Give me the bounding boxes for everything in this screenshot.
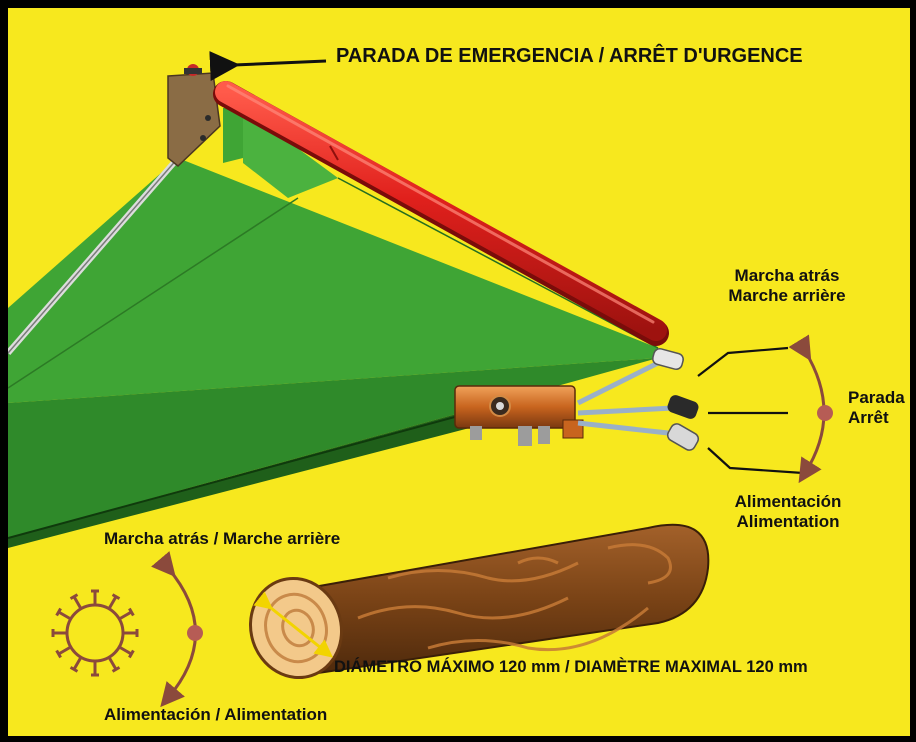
- feed-label-line1: Alimentación: [734, 492, 842, 511]
- diameter-arrow: [253, 591, 334, 658]
- roller-tooth-cap: [128, 649, 135, 659]
- log-illustration: [248, 523, 710, 680]
- lever-direction-arc: [788, 334, 833, 484]
- emergency-stop-bracket: [167, 64, 221, 167]
- machine-illustration: [8, 51, 833, 708]
- roller-tooth-cap: [55, 607, 62, 617]
- lever-leader-lines: [697, 346, 804, 475]
- roller-direction-arc: [151, 551, 203, 708]
- safety-bar: [213, 81, 669, 346]
- roller-tooth: [107, 595, 118, 610]
- reverse-label: Marcha atrás Marche arrière: [712, 266, 862, 305]
- roller-tooth: [72, 595, 83, 610]
- diagram-panel: PARADA DE EMERGENCIA / ARRÊT D'URGENCE M…: [8, 8, 910, 736]
- max-diameter-label: DIÁMETRO MÁXIMO 120 mm / DIAMÈTRE MAXIMA…: [334, 658, 808, 676]
- hydraulic-valve: [454, 385, 584, 446]
- roller-tooth: [57, 610, 72, 621]
- roller-feed-label: Alimentación / Alimentation: [104, 705, 328, 724]
- control-levers: [576, 347, 700, 451]
- roller-tooth-cap: [128, 607, 135, 617]
- reverse-label-line1: Marcha atrás: [734, 266, 840, 285]
- roller-tooth-cap: [111, 666, 121, 673]
- roller-tooth-cap: [69, 666, 79, 673]
- roller-tooth-cap: [69, 593, 79, 600]
- feed-roller-icon: [51, 589, 139, 677]
- roller-tooth-cap: [111, 593, 121, 600]
- roller-tooth: [57, 645, 72, 656]
- reverse-label-line2: Marche arrière: [728, 285, 846, 305]
- stop-label-line1: Parada: [848, 388, 905, 407]
- roller-tooth: [107, 656, 118, 671]
- roller-reverse-label: Marcha atrás / Marche arrière: [104, 529, 341, 548]
- roller-tooth: [118, 645, 133, 656]
- stop-label: Parada Arrêt: [848, 388, 905, 427]
- feed-label: Alimentación Alimentation: [713, 492, 863, 531]
- emergency-stop-arrow: [209, 51, 327, 82]
- roller-tooth: [72, 656, 83, 671]
- roller-tooth-cap: [55, 649, 62, 659]
- roller-tooth: [118, 610, 133, 621]
- stop-label-line2: Arrêt: [848, 407, 889, 427]
- emergency-stop-label: PARADA DE EMERGENCIA / ARRÊT D'URGENCE: [336, 45, 803, 67]
- feed-label-line2: Alimentation: [736, 511, 840, 531]
- feed-hopper: [8, 108, 659, 548]
